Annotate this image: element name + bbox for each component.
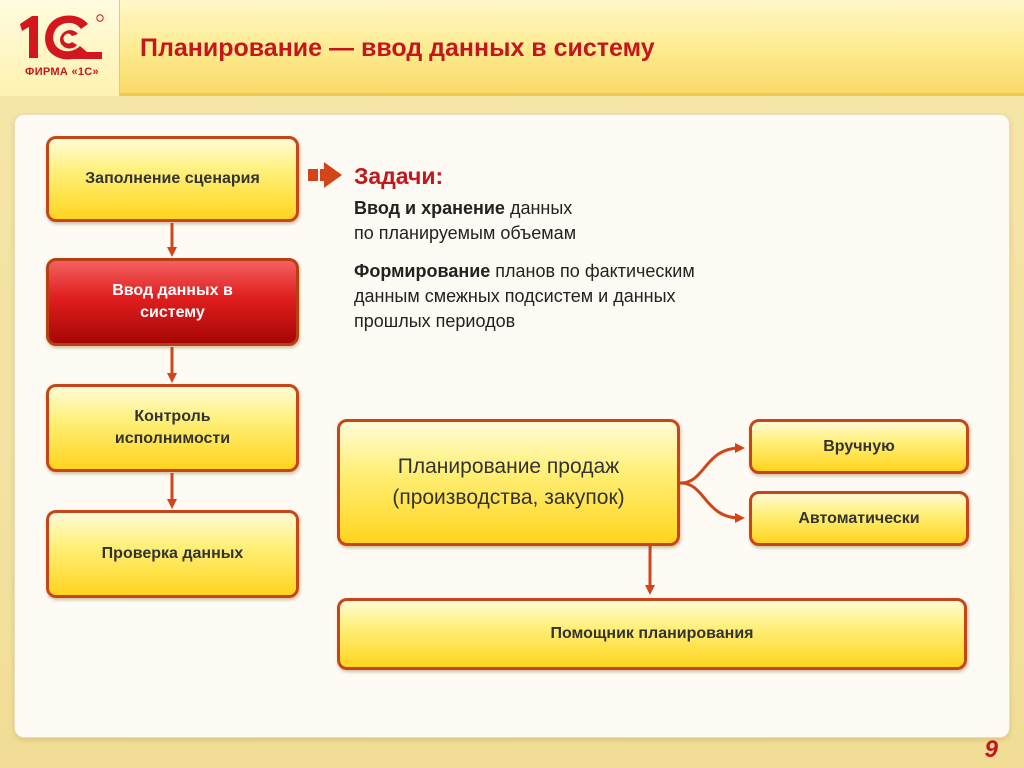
branch-arrow-manual <box>680 443 745 485</box>
planning-assistant-box: Помощник планирования <box>337 598 967 670</box>
step-label: Проверка данных <box>101 545 244 563</box>
manual-option-label: Вручную <box>823 437 895 455</box>
sales-planning-line1: Планирование продаж <box>397 455 620 479</box>
step-feasibility-control: Контроль исполнимости <box>46 384 299 472</box>
step-data-entry-active: Ввод данных в систему <box>46 258 299 346</box>
task-item-1: Ввод и хранение данных по планируемым об… <box>354 196 824 246</box>
auto-option-box: Автоматически <box>749 491 969 546</box>
sales-planning-box: Планирование продаж (производства, закуп… <box>337 419 680 546</box>
sales-planning-line2: (производства, закупок) <box>392 485 625 509</box>
step-label-line1: Контроль <box>134 408 211 426</box>
step-label-line2: систему <box>140 304 205 321</box>
manual-option-box: Вручную <box>749 419 969 474</box>
header-bar: ФИРМА «1С» Планирование — ввод данных в … <box>0 0 1024 96</box>
page-title: Планирование — ввод данных в систему <box>140 34 655 62</box>
task-item-1-line2: по планируемым объемам <box>354 223 577 244</box>
task-item-2-line2: данным смежных подсистем и данных <box>354 285 676 306</box>
step-fill-scenario: Заполнение сценария <box>46 136 299 222</box>
logo-1c-icon <box>20 14 104 60</box>
page-number: 9 <box>984 736 998 763</box>
step-label-line2: исполнимости <box>114 430 231 447</box>
tasks-title: Задачи: <box>354 163 444 189</box>
tasks-pointer-icon <box>308 162 342 188</box>
task-item-2-bold: Формирование <box>354 260 491 281</box>
branch-arrow-auto <box>680 481 745 523</box>
task-item-2-line3: прошлых периодов <box>354 310 516 331</box>
step-data-check: Проверка данных <box>46 510 299 598</box>
task-item-1-bold: Ввод и хранение <box>354 198 505 219</box>
step-label: Заполнение сценария <box>85 170 260 188</box>
task-item-1-rest: данных <box>504 198 573 219</box>
logo-caption: ФИРМА «1С» <box>25 66 99 78</box>
planning-assistant-label: Помощник планирования <box>550 625 754 643</box>
auto-option-label: Автоматически <box>798 509 920 527</box>
task-item-2: Формирование планов по фактическим данны… <box>354 259 824 335</box>
step-label-line1: Ввод данных в <box>112 282 233 300</box>
tasks-block: Задачи: Ввод и хранение данных по планир… <box>354 160 824 346</box>
logo: ФИРМА «1С» <box>0 0 120 96</box>
task-item-2-rest: планов по фактическим <box>490 260 695 281</box>
